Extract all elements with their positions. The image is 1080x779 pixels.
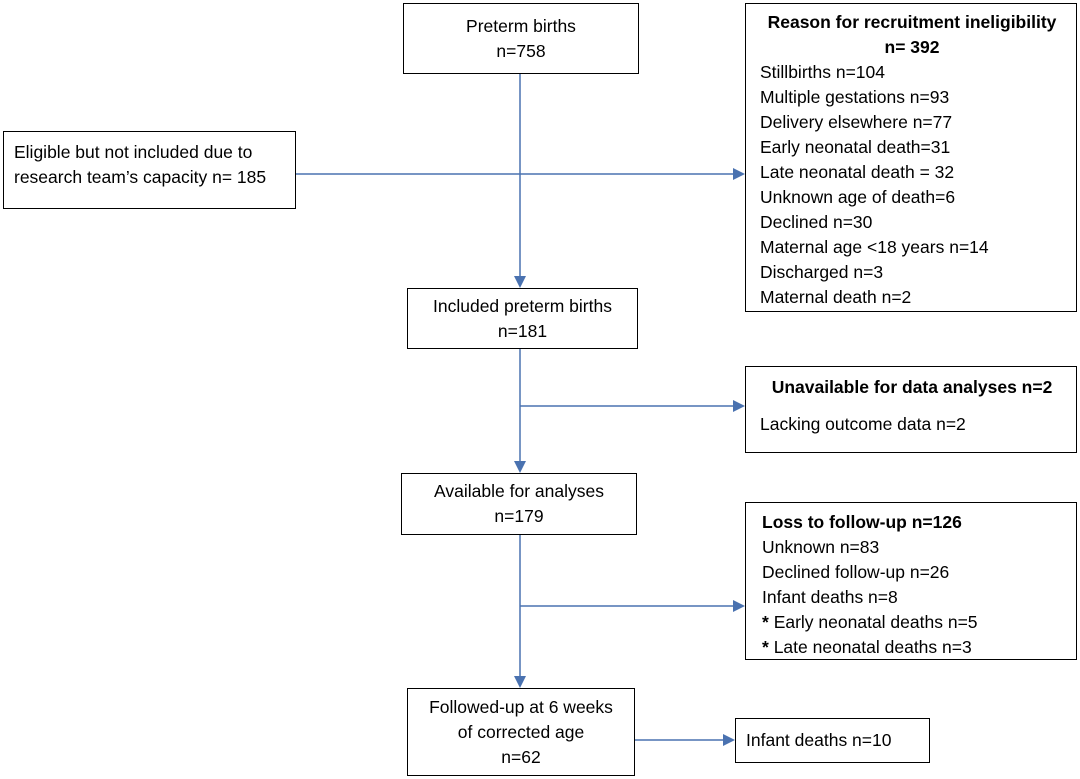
box-included: Included preterm births n=181 [407, 288, 638, 349]
preterm-births-count: n=758 [496, 40, 546, 61]
box-available: Available for analyses n=179 [401, 473, 637, 535]
arrowhead-available [514, 461, 526, 473]
unavailable-title: Unavailable for data analyses n=2 [771, 377, 1053, 397]
ineligibility-item: Delivery elsewhere n=77 [760, 112, 953, 132]
followed-up-line2: of corrected age [457, 721, 585, 742]
bullet-asterisk: * [762, 612, 769, 632]
box-followed-up: Followed-up at 6 weeks of corrected age … [407, 688, 635, 776]
box-not-included: Eligible but not included due to researc… [3, 131, 296, 209]
arrowhead-followed-up [514, 676, 526, 688]
followed-up-count: n=62 [501, 746, 541, 767]
box-infant-deaths: Infant deaths n=10 [735, 718, 930, 763]
ineligibility-item: Unknown age of death=6 [760, 187, 956, 207]
included-count: n=181 [497, 320, 548, 341]
loss-title: Loss to follow-up n=126 [762, 512, 962, 532]
box-unavailable: Unavailable for data analyses n=2 Lackin… [745, 366, 1077, 453]
ineligibility-item: Declined n=30 [760, 212, 873, 232]
ineligibility-item: Maternal age <18 years n=14 [760, 237, 989, 257]
loss-item: Unknown n=83 [762, 537, 880, 557]
ineligibility-item: Multiple gestations n=93 [760, 87, 950, 107]
available-title: Available for analyses [434, 481, 604, 501]
bullet-asterisk: * [762, 637, 769, 657]
followed-up-line1: Followed-up at 6 weeks [429, 696, 613, 717]
box-ineligibility: Reason for recruitment ineligibility n= … [745, 3, 1077, 312]
loss-subitem-label: Late neonatal deaths n=3 [773, 637, 972, 657]
arrowhead-ineligibility [733, 168, 745, 180]
ineligibility-item: Discharged n=3 [760, 262, 884, 282]
arrowhead-included [514, 276, 526, 288]
not-included-line1: Eligible but not included due to [14, 142, 253, 162]
infant-deaths-label: Infant deaths n=10 [746, 730, 892, 750]
loss-item: Infant deaths n=8 [762, 587, 898, 607]
loss-subitem: * Late neonatal deaths n=3 [762, 635, 1064, 660]
not-included-line2: research team’s capacity n= 185 [14, 167, 267, 187]
available-count: n=179 [494, 506, 544, 526]
loss-list: Unknown n=83 Declined follow-up n=26 Inf… [762, 535, 1064, 660]
ineligibility-item: Early neonatal death=31 [760, 137, 951, 157]
ineligibility-list: Stillbirths n=104 Multiple gestations n=… [760, 60, 1064, 310]
ineligibility-item: Stillbirths n=104 [760, 62, 886, 82]
loss-subitem: * Early neonatal deaths n=5 [762, 610, 1064, 635]
ineligibility-count: n= 392 [884, 37, 940, 57]
preterm-births-title: Preterm births [466, 15, 576, 36]
arrowhead-unavailable [733, 400, 745, 412]
included-title: Included preterm births [433, 295, 612, 316]
ineligibility-title: Reason for recruitment ineligibility [767, 12, 1057, 32]
ineligibility-item: Maternal death n=2 [760, 287, 912, 307]
arrowhead-infant-deaths [723, 734, 735, 746]
box-preterm-births: Preterm births n=758 [403, 3, 639, 74]
loss-item: Declined follow-up n=26 [762, 562, 950, 582]
unavailable-item: Lacking outcome data n=2 [760, 414, 966, 434]
loss-subitem-label: Early neonatal deaths n=5 [773, 612, 978, 632]
box-loss-to-follow-up: Loss to follow-up n=126 Unknown n=83 Dec… [745, 502, 1077, 660]
arrowhead-loss [733, 600, 745, 612]
ineligibility-item: Late neonatal death = 32 [760, 162, 955, 182]
